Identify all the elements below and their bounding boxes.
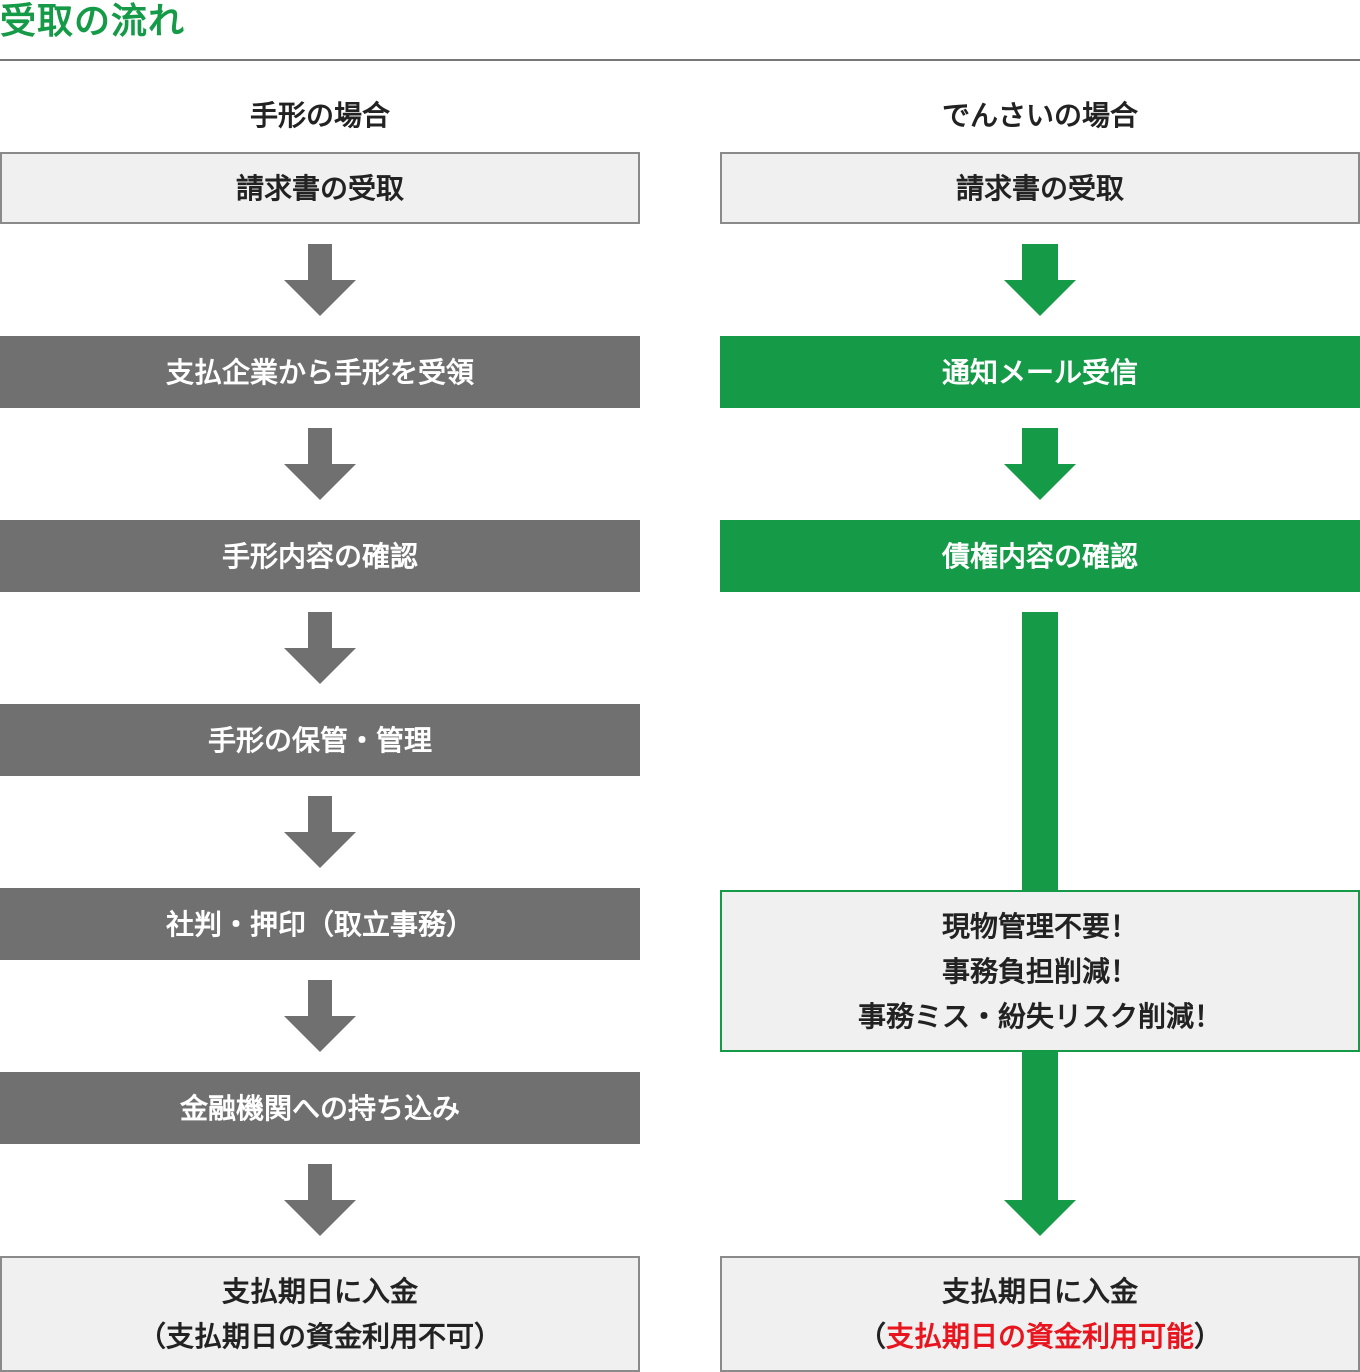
step-label: 支払企業から手形を受領 xyxy=(165,355,474,389)
down-arrow-icon xyxy=(284,612,356,684)
page-title: 受取の流れ xyxy=(0,1,186,42)
tegata-step-6: 金融機関への持ち込み xyxy=(0,1072,640,1144)
tegata-step-4: 手形の保管・管理 xyxy=(0,704,640,776)
paren-open: （ xyxy=(857,1320,886,1353)
down-arrow-icon xyxy=(284,244,356,316)
densai-benefits: 現物管理不要！ 事務負担削減！ 事務ミス・紛失リスク削減！ xyxy=(720,890,1360,1052)
benefit-line: 現物管理不要！ xyxy=(941,909,1138,943)
densai-step-3: 債権内容の確認 xyxy=(720,520,1360,592)
step-label: 請求書の受取 xyxy=(235,171,404,205)
benefit-line: 事務ミス・紛失リスク削減！ xyxy=(857,999,1222,1033)
down-arrow-icon xyxy=(1004,428,1076,500)
down-arrow-icon xyxy=(284,796,356,868)
flow-connector xyxy=(1022,612,1058,892)
tegata-step-2: 支払企業から手形を受領 xyxy=(0,336,640,408)
tegata-step-3: 手形内容の確認 xyxy=(0,520,640,592)
step-label: 請求書の受取 xyxy=(955,171,1124,205)
tegata-final: 支払期日に入金 （支払期日の資金利用不可） xyxy=(0,1256,640,1372)
tegata-heading: 手形の場合 xyxy=(249,99,390,132)
paren-close: ） xyxy=(1194,1320,1223,1353)
down-arrow-icon xyxy=(284,1164,356,1236)
tegata-step-5: 社判・押印（取立事務） xyxy=(0,888,640,960)
final-line-2: （支払期日の資金利用不可） xyxy=(137,1320,502,1353)
highlight-text: 支払期日の資金利用可能 xyxy=(885,1320,1194,1353)
tegata-step-1: 請求書の受取 xyxy=(0,152,640,224)
down-arrow-icon xyxy=(1004,1164,1076,1236)
step-label: 金融機関への持ち込み xyxy=(179,1091,460,1125)
title-divider xyxy=(0,59,1360,61)
step-label: 手形の保管・管理 xyxy=(207,723,432,757)
final-line-2: （支払期日の資金利用可能） xyxy=(858,1314,1222,1359)
densai-step-2: 通知メール受信 xyxy=(720,336,1360,408)
down-arrow-icon xyxy=(1004,244,1076,316)
down-arrow-icon xyxy=(284,980,356,1052)
step-label: 債権内容の確認 xyxy=(941,539,1138,573)
step-label: 通知メール受信 xyxy=(941,355,1138,389)
final-line-1: 支払期日に入金 xyxy=(941,1275,1138,1308)
step-label: 手形内容の確認 xyxy=(221,539,418,573)
densai-heading: でんさいの場合 xyxy=(941,99,1138,132)
benefit-line: 事務負担削減！ xyxy=(941,954,1138,988)
step-label: 社判・押印（取立事務） xyxy=(165,907,474,941)
down-arrow-icon xyxy=(284,428,356,500)
densai-step-1: 請求書の受取 xyxy=(720,152,1360,224)
final-line-1: 支払期日に入金 xyxy=(221,1275,418,1308)
densai-final: 支払期日に入金 （支払期日の資金利用可能） xyxy=(720,1256,1360,1372)
